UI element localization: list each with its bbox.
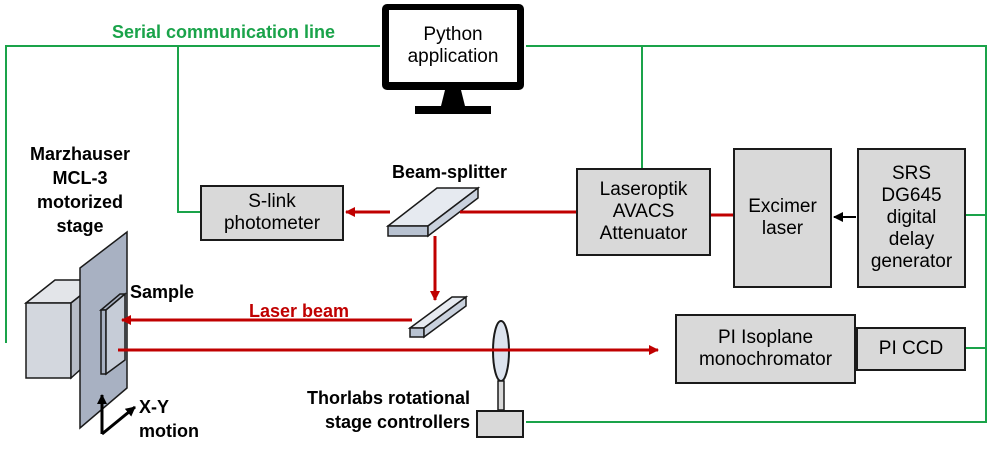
serial-line-photometer [177,46,200,213]
laser-beam-paths [118,207,733,355]
monitor-icon [382,4,524,114]
serial-lines [5,45,987,423]
laser-beam-label: Laser beam [249,301,350,321]
s-link-photometer-box: S-link photometer [200,185,344,241]
ccd-box: PI CCD [856,327,966,371]
python-application-label: Python application [407,24,499,67]
excimer-laser-box: Excimer laser [733,148,832,288]
serial-line-label: Serial communication line [112,22,336,42]
xy-motion-label: X-Y motion [139,397,199,441]
sample-graphic [98,292,128,376]
attenuator-box: Laseroptik AVACS Attenuator [576,168,711,256]
serial-line-right-trunk [526,45,987,423]
serial-line-stage [5,45,380,343]
mirror-graphic [407,295,469,339]
thorlabs-controller-box [476,410,524,438]
beam-splitter-graphic [385,186,481,238]
sample-label: Sample [130,282,195,302]
beam-splitter-label: Beam-splitter [392,162,508,182]
delay-generator-box: SRS DG645 digital delay generator [857,148,966,288]
monochromator-box: PI Isoplane monochromator [675,314,856,384]
xy-motion-arrows [97,394,136,436]
thorlabs-label: Thorlabs rotational stage controllers [306,388,470,432]
lens-graphic [492,320,510,411]
stage-label: Marzhauser MCL-3 motorized stage [29,144,131,236]
